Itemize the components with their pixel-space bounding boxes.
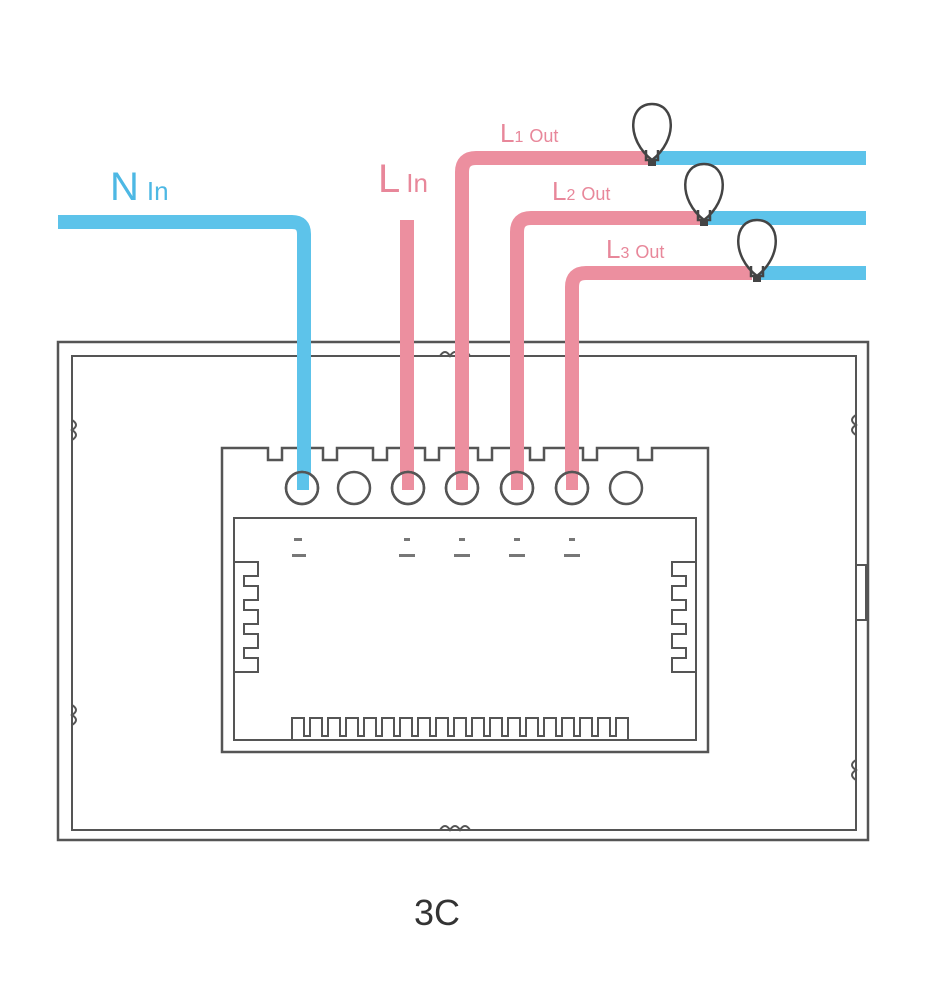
- bulb-icon: [632, 102, 672, 166]
- live-wires: [400, 151, 752, 480]
- terminal-unused-2: [608, 470, 644, 506]
- terminal-body: [233, 517, 697, 741]
- terminal-screw-rims: [284, 470, 590, 506]
- bulb-icon: [737, 218, 777, 282]
- wire-ends: [297, 472, 578, 490]
- model-caption: 3C: [414, 892, 460, 933]
- terminal-marks: [292, 538, 580, 557]
- bottom-fins: [291, 717, 629, 740]
- neutral-in-wire: [58, 215, 311, 480]
- bulb-icon: [684, 162, 724, 226]
- terminal-unused-1: [336, 470, 372, 506]
- neutral-wires: [58, 151, 866, 480]
- terminal-block: [220, 446, 710, 754]
- l3-out-wire: [565, 266, 752, 480]
- l2-out-wire: [510, 211, 700, 480]
- left-fins: [234, 561, 259, 673]
- right-fins: [671, 561, 696, 673]
- l1-out-wire: [455, 151, 648, 480]
